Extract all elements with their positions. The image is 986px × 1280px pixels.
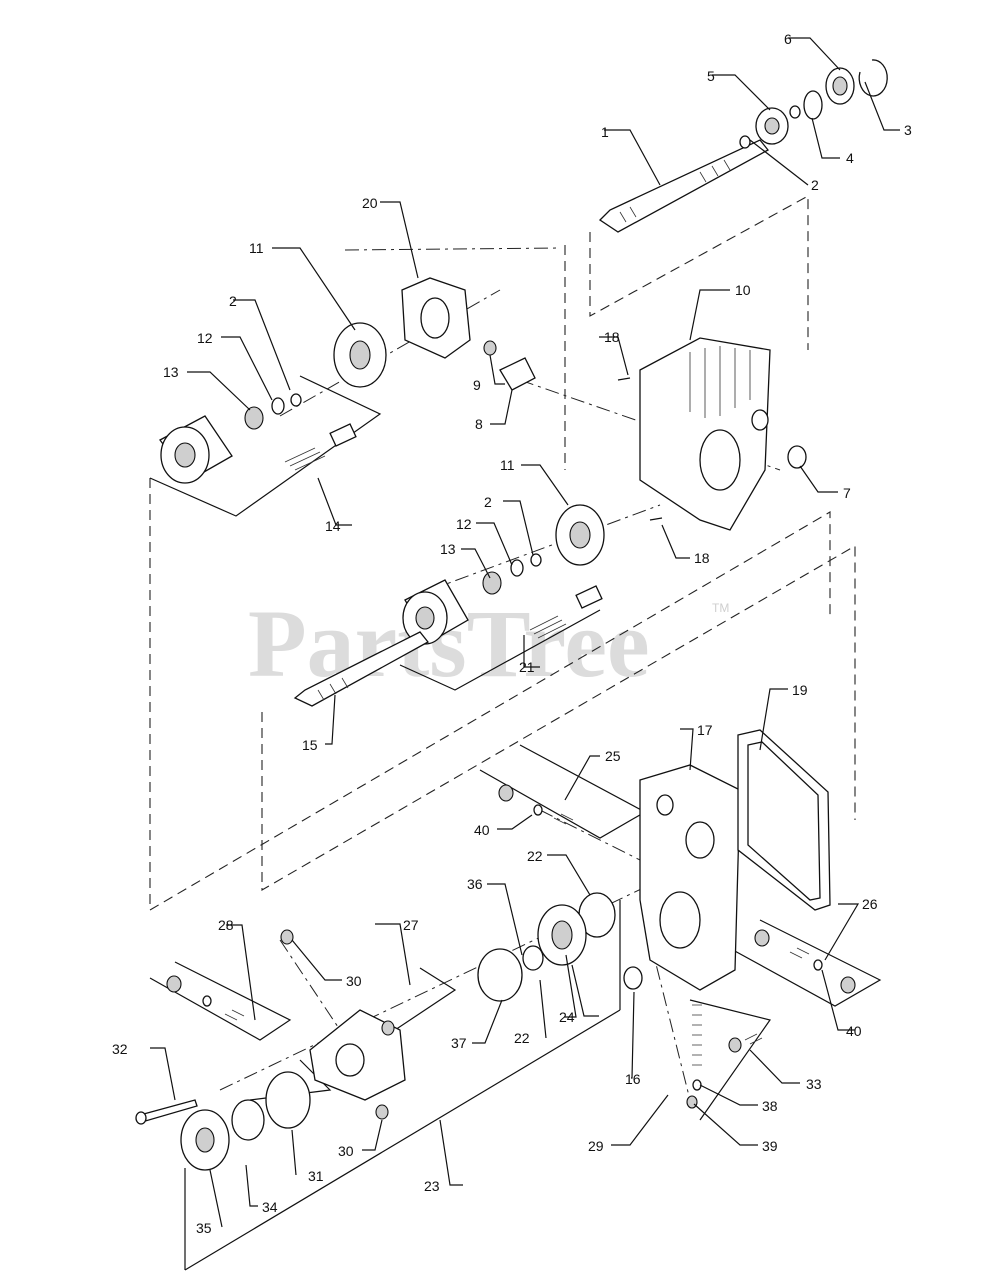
part-seal-16 xyxy=(623,966,643,990)
callout-16: 16 xyxy=(625,1071,641,1087)
part-bearing-5 xyxy=(755,107,789,145)
part-fitting-30 xyxy=(280,929,389,1120)
part-center-section-17 xyxy=(639,764,741,991)
callout-4: 4 xyxy=(846,150,854,166)
callout-2: 2 xyxy=(811,177,819,193)
part-spring-29 xyxy=(686,1004,702,1109)
part-bearing-11-lower xyxy=(555,504,605,566)
callout-11: 11 xyxy=(500,457,515,473)
callout-30: 30 xyxy=(346,973,362,989)
callout-2: 2 xyxy=(484,494,492,510)
part-bearing-35 xyxy=(180,1099,265,1171)
callout-15: 15 xyxy=(302,737,318,753)
callout-39: 39 xyxy=(762,1138,778,1154)
callout-27: 27 xyxy=(403,917,419,933)
callout-5: 5 xyxy=(707,68,715,84)
part-gasket-19 xyxy=(737,729,831,911)
part-snap-ring-3 xyxy=(858,59,888,97)
callout-9: 9 xyxy=(473,377,481,393)
callout-17: 17 xyxy=(697,722,713,738)
part-housing-10 xyxy=(639,337,771,531)
callout-33: 33 xyxy=(806,1076,822,1092)
part-bearing-11-upper xyxy=(333,322,387,388)
callout-26: 26 xyxy=(862,896,878,912)
part-washer-12 xyxy=(271,393,542,577)
callout-19: 19 xyxy=(792,682,808,698)
part-plug-9 xyxy=(483,340,497,356)
callout-3: 3 xyxy=(904,122,912,138)
part-oring-31 xyxy=(265,1071,311,1129)
callout-22: 22 xyxy=(514,1030,530,1046)
part-fitting-33 xyxy=(728,1033,763,1053)
part-gear-13 xyxy=(244,406,502,595)
callout-18: 18 xyxy=(694,550,710,566)
part-seal-6 xyxy=(825,67,855,105)
callout-12: 12 xyxy=(456,516,472,532)
part-oring-4 xyxy=(803,90,823,120)
callout-37: 37 xyxy=(451,1035,467,1051)
callout-34: 34 xyxy=(262,1199,278,1215)
part-shaft-15 xyxy=(293,631,429,707)
callout-38: 38 xyxy=(762,1098,778,1114)
part-charge-pump-24 xyxy=(537,904,587,966)
callout-18: 18 xyxy=(604,329,620,345)
part-cylinder-block-lower xyxy=(402,579,469,645)
callout-10: 10 xyxy=(735,282,751,298)
callout-2: 2 xyxy=(229,293,237,309)
leader-lines xyxy=(150,37,900,1228)
part-pin-18 xyxy=(617,377,663,521)
callout-11: 11 xyxy=(249,240,264,256)
callout-24: 24 xyxy=(559,1009,575,1025)
callout-22: 22 xyxy=(527,848,543,864)
callout-labels: 1 2 2 2 3 4 5 6 7 8 9 10 11 11 12 12 13 … xyxy=(112,31,912,1236)
part-relief-valve-26 xyxy=(754,929,856,994)
part-pistons-14 xyxy=(284,423,357,471)
watermark-trademark: TM xyxy=(712,601,729,615)
part-key-8 xyxy=(499,357,536,391)
callout-35: 35 xyxy=(196,1220,212,1236)
part-ring-2 xyxy=(789,105,801,119)
callout-7: 7 xyxy=(843,485,851,501)
callout-25: 25 xyxy=(605,748,621,764)
part-relief-valve-25 xyxy=(498,784,574,825)
callout-40: 40 xyxy=(474,822,490,838)
part-port-block-27 xyxy=(309,1009,406,1101)
callout-31: 31 xyxy=(308,1168,324,1184)
callout-12: 12 xyxy=(197,330,213,346)
callout-14: 14 xyxy=(325,518,341,534)
callout-1: 1 xyxy=(601,124,609,140)
callout-6: 6 xyxy=(784,31,792,47)
callout-30: 30 xyxy=(338,1143,354,1159)
callout-13: 13 xyxy=(163,364,179,380)
callout-21: 21 xyxy=(519,659,535,675)
part-pump-36 xyxy=(477,945,544,1002)
callout-29: 29 xyxy=(588,1138,604,1154)
callout-20: 20 xyxy=(362,195,378,211)
part-shaft-1 xyxy=(598,135,769,233)
callout-23: 23 xyxy=(424,1178,440,1194)
part-seal-7 xyxy=(787,445,807,469)
callout-36: 36 xyxy=(467,876,483,892)
part-relief-valve-28 xyxy=(166,975,245,1021)
part-bolt-32 xyxy=(135,1099,198,1125)
part-cylinder-block-upper xyxy=(159,415,233,484)
callout-28: 28 xyxy=(218,917,234,933)
callout-8: 8 xyxy=(475,416,483,432)
part-pistons-21 xyxy=(529,585,603,639)
callout-40: 40 xyxy=(846,1023,862,1039)
part-end-cap-20 xyxy=(401,277,471,359)
callout-13: 13 xyxy=(440,541,456,557)
callout-32: 32 xyxy=(112,1041,128,1057)
